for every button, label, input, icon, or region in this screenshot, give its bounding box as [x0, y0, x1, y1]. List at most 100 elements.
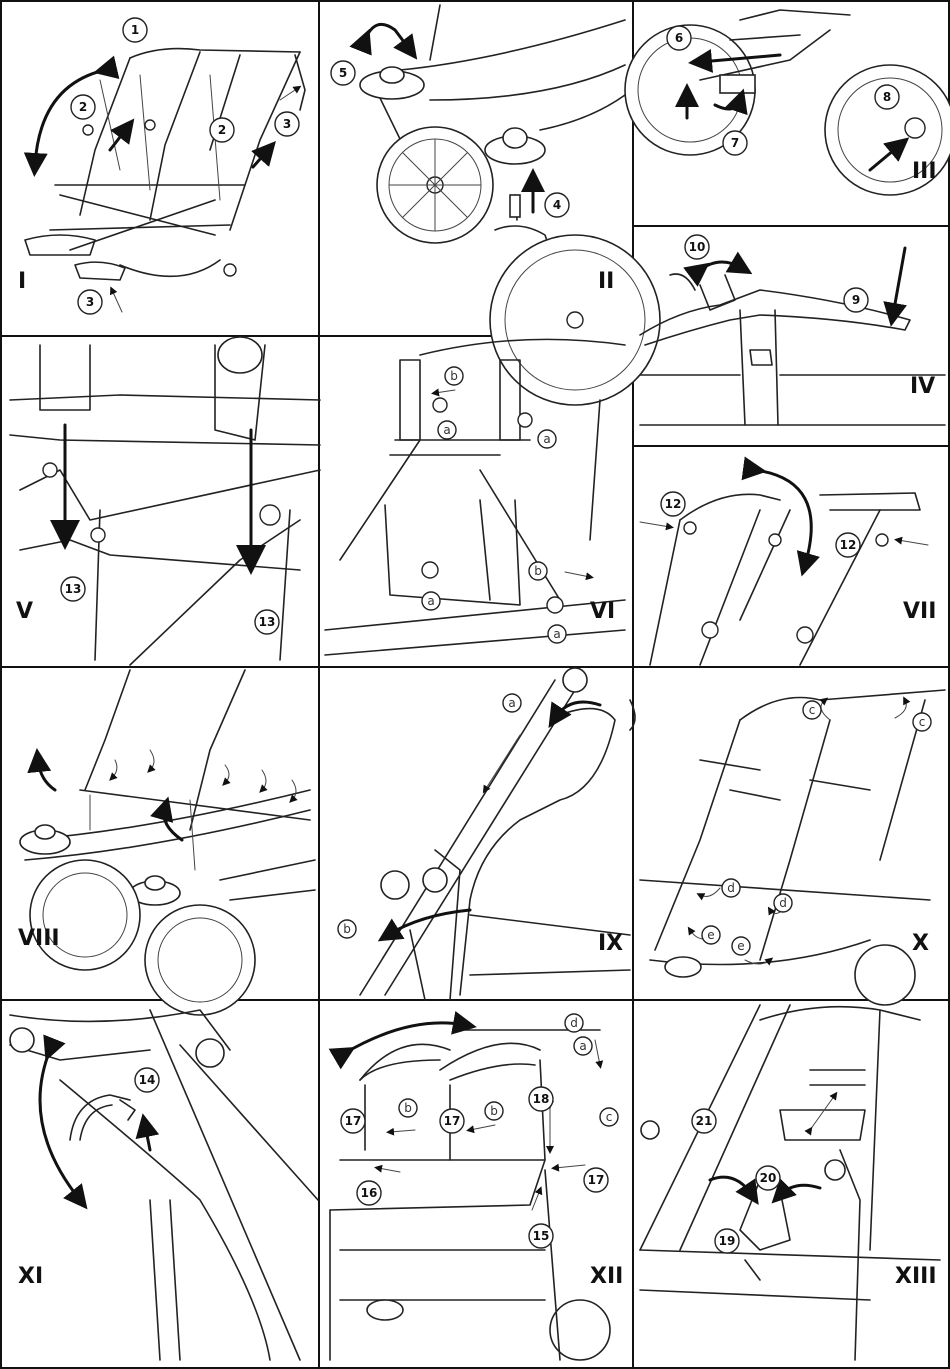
lift-arrow [38, 760, 55, 790]
stroller-frame-drawing [25, 49, 305, 280]
small-arrow [292, 780, 296, 800]
svg-text:14: 14 [139, 1073, 156, 1087]
panel-IV: 10 9 IV [640, 235, 945, 425]
svg-text:19: 19 [719, 1234, 736, 1248]
part-letter: b [485, 1102, 503, 1120]
svg-text:c: c [606, 1110, 613, 1124]
panel-IX: a b IX [338, 668, 635, 1000]
svg-text:10: 10 [689, 240, 706, 254]
press-arrow [893, 248, 905, 315]
wheel-attach-drawing [360, 5, 660, 405]
step-callout: 20 [756, 1166, 780, 1190]
small-arrow [435, 390, 455, 393]
svg-text:3: 3 [86, 295, 94, 309]
step-callout: 10 [685, 235, 709, 259]
step-callout: 4 [545, 193, 569, 217]
panel-number: IX [598, 931, 623, 956]
svg-text:d: d [727, 881, 735, 895]
panel-X: c c d d e e X [640, 690, 945, 1005]
panel-VII: 12 12 VII [640, 470, 936, 665]
svg-text:12: 12 [665, 497, 682, 511]
step-callout: 3 [275, 112, 299, 136]
up-arrow [110, 128, 127, 150]
part-letter: b [529, 562, 547, 580]
svg-text:e: e [737, 939, 744, 953]
svg-text:15: 15 [533, 1229, 550, 1243]
svg-text:6: 6 [675, 31, 683, 45]
step-callout: 17 [341, 1109, 365, 1133]
swivel-arrow [700, 262, 742, 270]
step-callout: 13 [61, 577, 85, 601]
svg-text:8: 8 [883, 90, 891, 104]
svg-text:17: 17 [345, 1114, 362, 1128]
press-arrow [640, 522, 670, 527]
step-callout: 21 [692, 1109, 716, 1133]
step-callout: 8 [875, 85, 899, 109]
panel-III: 6 7 8 III [625, 10, 950, 195]
svg-text:17: 17 [588, 1173, 605, 1187]
svg-text:a: a [443, 423, 450, 437]
panel-number: XIII [895, 1264, 937, 1289]
small-arrow [262, 770, 266, 790]
panel-VIII: VIII [18, 670, 315, 1015]
small-arrow [895, 700, 906, 718]
svg-text:16: 16 [361, 1186, 378, 1200]
panel-number: V [16, 599, 33, 624]
svg-text:3: 3 [283, 117, 291, 131]
panel-V: 13 13 V [10, 337, 320, 665]
svg-text:13: 13 [65, 582, 82, 596]
svg-text:5: 5 [339, 66, 347, 80]
seat-installed-drawing [640, 690, 945, 1005]
part-letter: d [774, 894, 792, 912]
bumper-bar-drawing [10, 1010, 318, 1360]
step-callout: 1 [123, 18, 147, 42]
panel-XIII: 21 20 19 XIII [640, 1005, 940, 1360]
step-callout: 6 [667, 26, 691, 50]
panel-XI: 14 XI [10, 1010, 318, 1360]
panel-number: III [912, 159, 937, 184]
fabric-rail-drawing [360, 668, 635, 1000]
svg-text:b: b [534, 564, 542, 578]
svg-text:2: 2 [79, 100, 87, 114]
svg-text:a: a [579, 1039, 586, 1053]
svg-text:2: 2 [218, 123, 226, 137]
svg-text:a: a [543, 432, 550, 446]
small-arrow [112, 290, 122, 312]
svg-text:b: b [450, 369, 458, 383]
slide-arrow [485, 735, 520, 790]
step-callout: 16 [357, 1181, 381, 1205]
small-arrow [555, 1165, 585, 1168]
panel-number: II [598, 269, 614, 294]
part-letter: a [574, 1037, 592, 1055]
small-arrow [595, 1040, 600, 1065]
panel-number: I [18, 269, 26, 294]
panel-number: VII [903, 599, 936, 624]
panel-number: XI [18, 1264, 43, 1289]
brake-lever-drawing [640, 274, 945, 425]
small-arrow [225, 765, 229, 783]
svg-text:12: 12 [840, 538, 857, 552]
small-arrow [565, 572, 590, 577]
step-callout: 17 [440, 1109, 464, 1133]
small-arrow [470, 1125, 495, 1130]
step-callout: 13 [255, 610, 279, 634]
svg-text:d: d [570, 1016, 578, 1030]
part-letter: a [422, 592, 440, 610]
swivel-arrow [365, 24, 410, 50]
panel-number: XII [590, 1264, 623, 1289]
svg-text:4: 4 [553, 198, 561, 212]
part-letter: b [399, 1099, 417, 1117]
svg-text:18: 18 [533, 1092, 550, 1106]
small-arrow [390, 1130, 415, 1132]
svg-text:b: b [404, 1101, 412, 1115]
svg-text:c: c [919, 715, 926, 729]
up-arrow [145, 1125, 150, 1150]
svg-text:13: 13 [259, 615, 276, 629]
part-letter: c [913, 713, 931, 731]
svg-text:c: c [809, 703, 816, 717]
fold-rotate-arrow [755, 470, 811, 565]
svg-text:a: a [553, 627, 560, 641]
step-callout: 7 [723, 131, 747, 155]
svg-text:e: e [707, 928, 714, 942]
